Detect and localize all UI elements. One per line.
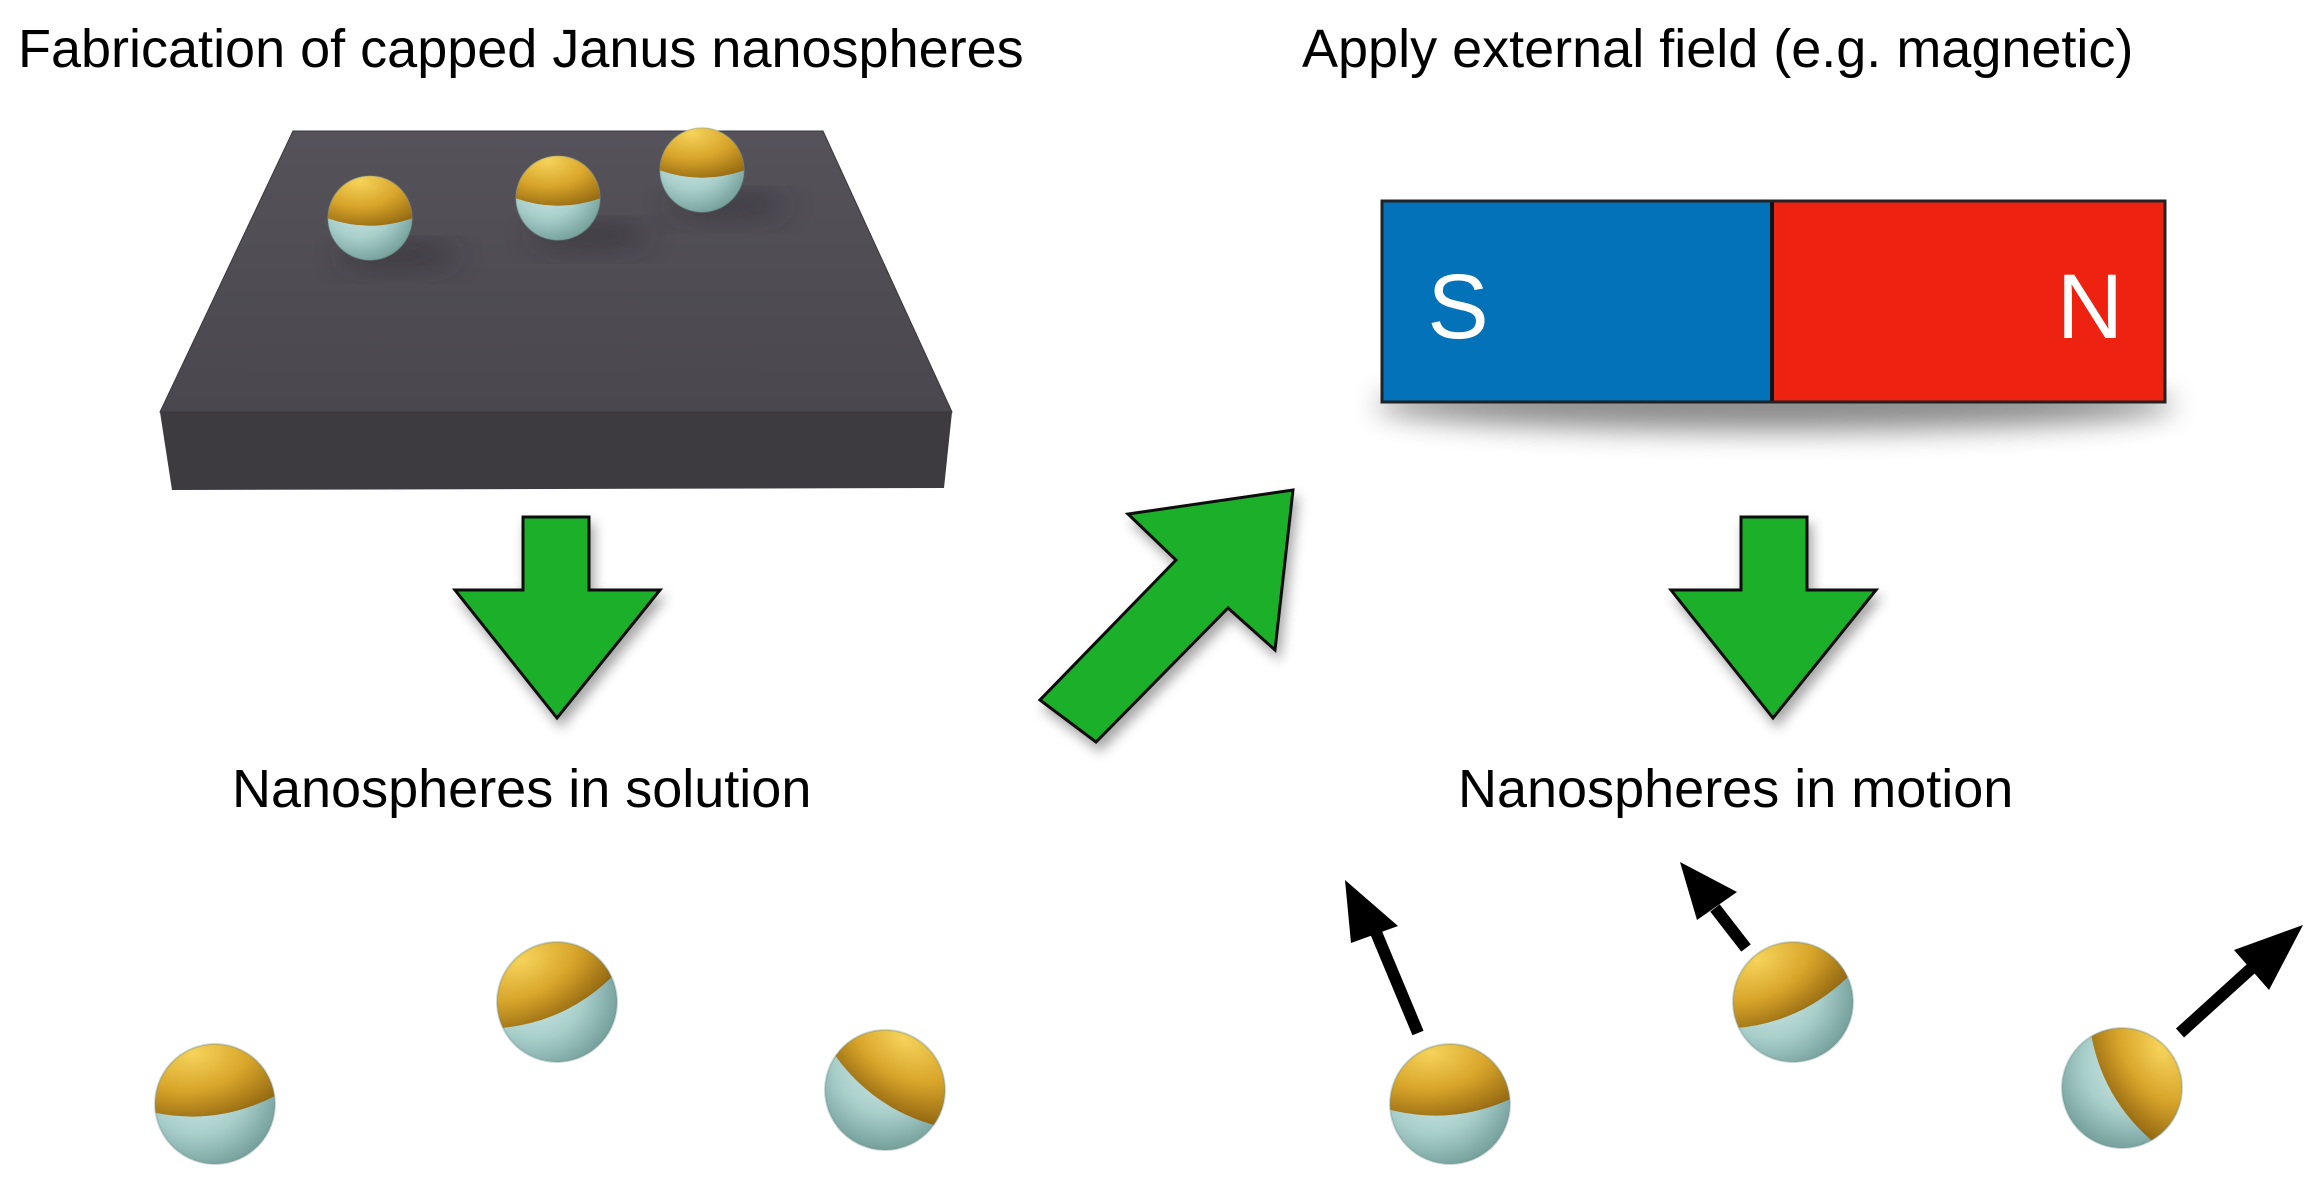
solution-particles xyxy=(133,899,990,1180)
green-block-arrow-icon xyxy=(1037,488,1295,744)
substrate-particles xyxy=(319,114,788,267)
motion-arrows xyxy=(1345,862,2303,1038)
magnet-south-label: S xyxy=(1427,256,1488,358)
green-block-arrow-icon xyxy=(451,515,664,721)
process-arrows xyxy=(451,488,1880,744)
apply-field-label: Apply external field (e.g. magnetic) xyxy=(1302,19,2134,79)
magnet-north-pole xyxy=(1772,201,2165,402)
black-arrow-icon xyxy=(1345,880,1424,1036)
magnet-south-pole xyxy=(1382,201,1772,402)
in-motion-label: Nanospheres in motion xyxy=(1458,759,2014,819)
black-arrow-icon xyxy=(2175,925,2303,1038)
magnet-north-label: N xyxy=(2057,256,2123,358)
janus-nanosphere-icon xyxy=(458,899,648,1087)
janus-nanosphere-icon xyxy=(1371,1018,1527,1170)
green-block-arrow-icon xyxy=(1667,515,1880,721)
bar-magnet-icon: S N xyxy=(1375,199,2175,431)
in-solution-label: Nanospheres in solution xyxy=(232,759,812,819)
fabrication-label: Fabrication of capped Janus nanospheres xyxy=(18,19,1024,79)
janus-nanosphere-icon xyxy=(133,1015,295,1174)
black-arrow-icon xyxy=(1680,862,1751,952)
motion-particles xyxy=(1371,899,2227,1180)
janus-nanosphere-icon xyxy=(792,983,990,1180)
